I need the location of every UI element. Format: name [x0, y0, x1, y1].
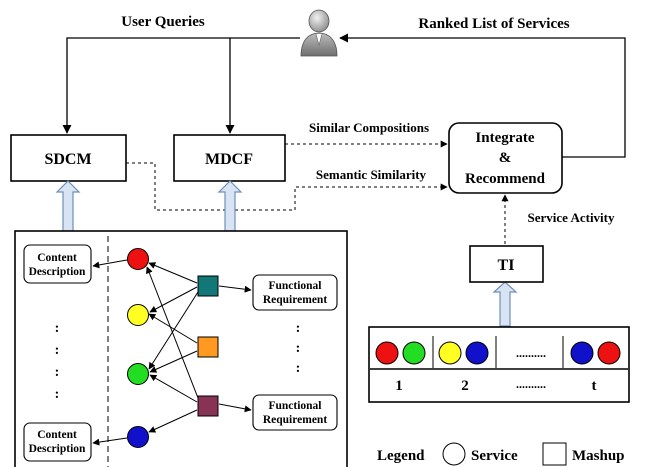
content-description-bottom-line1: Content	[37, 429, 77, 441]
block-arrow-to-mdcf	[217, 180, 243, 232]
functional-requirement-bottom-line2: Requirement	[263, 414, 327, 426]
vertical-dots-right-3: :	[296, 361, 301, 376]
semantic-similarity-label: Semantic Similarity	[316, 167, 427, 182]
mdcf-box	[173, 134, 286, 182]
service-to-content-arrow-bottom	[92, 437, 128, 446]
timeline-service-blue-t	[570, 341, 594, 365]
service-node-yellow	[127, 304, 149, 326]
timeline-panel	[368, 326, 630, 403]
integrate-label: Integrate	[475, 130, 534, 146]
legend-service-label: Service	[471, 448, 518, 464]
content-description-bottom-box	[23, 422, 92, 462]
ranked-list-arrow	[339, 33, 626, 158]
mashup-to-requirement-arrow-top	[218, 285, 252, 293]
timeline-ellipsis-bottom: ..........	[516, 377, 546, 391]
vertical-dots-left-1: :	[55, 321, 60, 336]
functional-requirement-bottom-box	[252, 394, 338, 431]
service-to-content-arrow-top	[92, 259, 128, 269]
ti-box	[469, 245, 544, 283]
legend-service-circle-icon	[442, 442, 466, 466]
content-description-top-line2: Description	[29, 266, 86, 278]
block-arrow-to-ti	[492, 281, 518, 327]
timeline-ellipsis-top: ..........	[516, 346, 546, 360]
ampersand-label: &	[499, 150, 512, 166]
timeline-service-yellow-2	[438, 341, 462, 365]
timeline-service-red-1	[375, 341, 399, 365]
block-arrow-to-sdcm	[55, 180, 81, 232]
mashup-node-purple	[197, 395, 219, 417]
mdcf-label: MDCF	[205, 151, 253, 168]
timeline-service-blue-2	[465, 341, 489, 365]
recommend-label: Recommend	[465, 171, 546, 187]
service-node-green	[127, 363, 149, 385]
user-avatar-icon	[300, 9, 338, 57]
functional-requirement-top-line2: Requirement	[263, 294, 327, 306]
legend-title: Legend	[377, 448, 425, 464]
similar-compositions-label: Similar Compositions	[309, 120, 429, 135]
vertical-dots-left-2: :	[55, 343, 60, 358]
content-description-top-line1: Content	[37, 252, 77, 264]
timeline-tick-2: 2	[461, 378, 469, 394]
vertical-dots-right-1: :	[296, 321, 301, 336]
ti-label: TI	[498, 257, 515, 274]
user-queries-label: User Queries	[121, 14, 205, 30]
vertical-dots-left-3: :	[55, 365, 60, 380]
content-description-top-box	[23, 244, 92, 284]
timeline-service-green-1	[402, 341, 426, 365]
service-node-red	[127, 248, 149, 270]
functional-requirement-top-box	[252, 274, 338, 311]
vertical-dots-right-2: :	[296, 341, 301, 356]
integrate-recommend-box	[448, 122, 563, 194]
mashup-node-orange	[197, 336, 219, 358]
timeline-tick-t: t	[592, 378, 597, 394]
mashup-service-edges	[146, 262, 199, 433]
sdcm-label: SDCM	[44, 151, 91, 168]
vertical-dots-left-4: :	[55, 387, 60, 402]
service-activity-label: Service Activity	[528, 210, 615, 225]
mashup-to-requirement-arrow-bottom	[218, 403, 252, 413]
functional-requirement-bottom-line1: Functional	[268, 400, 321, 412]
functional-requirement-top-line1: Functional	[268, 280, 321, 292]
legend-mashup-square-icon	[542, 442, 567, 466]
mashup-node-teal	[197, 275, 219, 297]
user-queries-arrow-to-sdcm	[62, 37, 300, 134]
ranked-list-label: Ranked List of Services	[418, 16, 569, 32]
sdcm-box	[10, 134, 127, 182]
timeline-tick-1: 1	[395, 378, 403, 394]
legend-mashup-label: Mashup	[572, 448, 625, 464]
timeline-service-red-t	[597, 341, 621, 365]
content-description-bottom-line2: Description	[29, 443, 86, 455]
service-node-blue	[127, 426, 149, 448]
